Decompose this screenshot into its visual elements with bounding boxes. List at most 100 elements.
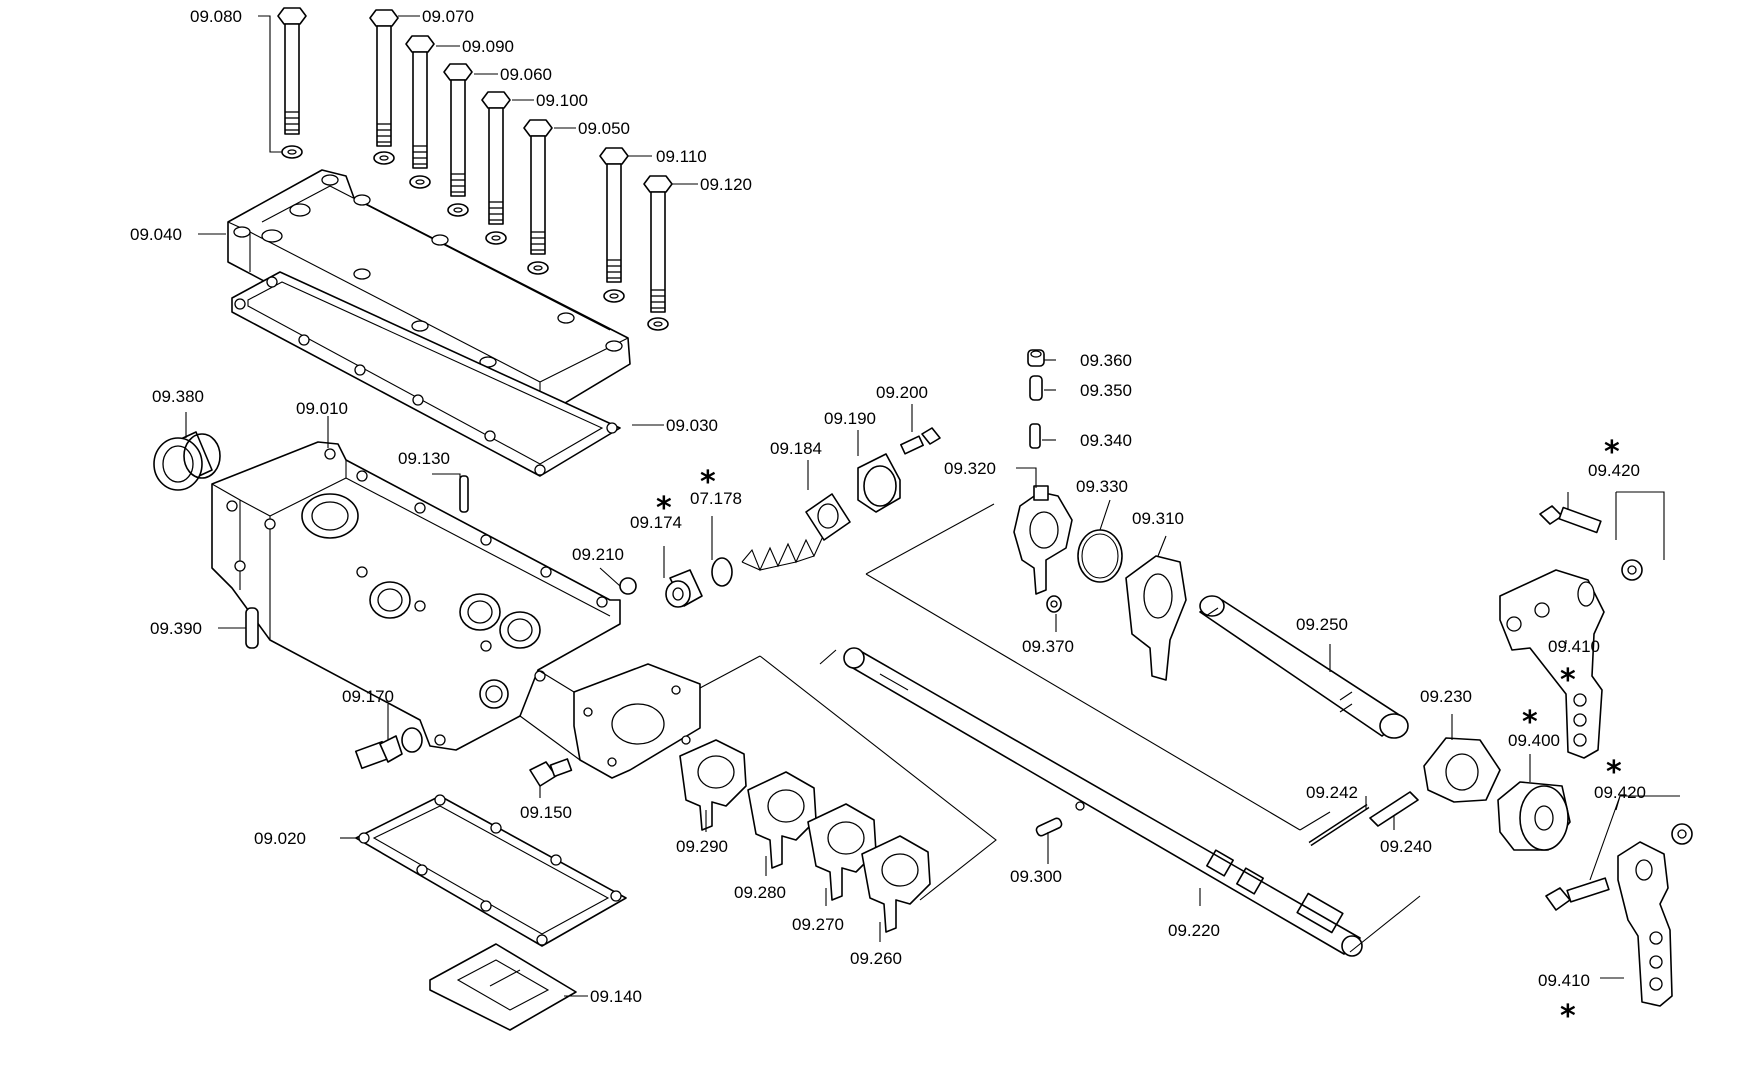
bolt-09-200 xyxy=(900,427,941,455)
label-09-170: 09.170 xyxy=(342,687,394,706)
label-09-050: 09.050 xyxy=(578,119,630,138)
pin-09-390 xyxy=(245,607,259,649)
label-09-090: 09.090 xyxy=(462,37,514,56)
bushing-09-380 xyxy=(153,431,221,491)
plug-09-170 xyxy=(354,727,423,770)
label-09-242: 09.242 xyxy=(1306,783,1358,802)
label-09-350: 09.350 xyxy=(1080,381,1132,400)
top-cover-09-040 xyxy=(227,169,631,419)
cap-09-190 xyxy=(857,453,901,513)
tube-09-250 xyxy=(1199,595,1409,739)
label-09-040: 09.040 xyxy=(130,225,182,244)
bolt-09-070 xyxy=(369,9,399,165)
shaft-09-220 xyxy=(843,647,1363,957)
label-09-320: 09.320 xyxy=(944,459,996,478)
label-09-410-top: 09.410 xyxy=(1548,637,1600,656)
label-09-210: 09.210 xyxy=(572,545,624,564)
label-09-110: 09.110 xyxy=(656,147,707,166)
bolt-09-420-upper xyxy=(1539,505,1643,581)
label-09-060: 09.060 xyxy=(500,65,552,84)
shift-fork-09-280 xyxy=(747,771,817,869)
label-09-150: 09.150 xyxy=(520,803,572,822)
label-09-190: 09.190 xyxy=(824,409,876,428)
label-09-240: 09.240 xyxy=(1380,837,1432,856)
label-09-020: 09.020 xyxy=(254,829,306,848)
asterisk-07-178: * xyxy=(700,465,716,500)
housing-09-010 xyxy=(211,441,701,779)
asterisk-09-420-bottom: * xyxy=(1606,755,1622,790)
plug-09-210 xyxy=(619,577,637,595)
ring-09-330 xyxy=(1077,529,1123,583)
label-09-400: 09.400 xyxy=(1508,731,1560,750)
asterisk-09-410-bottom: * xyxy=(1560,999,1576,1034)
pin-09-240 xyxy=(1369,791,1419,827)
label-09-184: 09.184 xyxy=(770,439,822,458)
bolt-09-420-lower xyxy=(1545,823,1693,911)
asterisk-09-410-top: * xyxy=(1560,663,1576,698)
bolt-09-060 xyxy=(443,63,473,217)
bolt-09-120 xyxy=(643,175,673,331)
bolt-09-050 xyxy=(523,119,553,275)
bolt-09-080 xyxy=(277,7,307,159)
label-09-200: 09.200 xyxy=(876,383,928,402)
label-09-420-bottom: 09.420 xyxy=(1594,783,1646,802)
detent-09-174 xyxy=(665,569,703,608)
label-09-380: 09.380 xyxy=(152,387,204,406)
asterisk-09-174: * xyxy=(656,491,672,526)
pin-09-130 xyxy=(459,475,469,513)
label-09-140: 09.140 xyxy=(590,987,642,1006)
nut-09-370 xyxy=(1046,595,1062,613)
bolt-09-090 xyxy=(405,35,435,189)
label-09-100: 09.100 xyxy=(536,91,588,110)
plate-09-140 xyxy=(429,943,577,1031)
asterisk-markers: * * * * * * * xyxy=(656,435,1622,1034)
label-09-120: 09.120 xyxy=(700,175,752,194)
label-09-130: 09.130 xyxy=(398,449,450,468)
label-09-390: 09.390 xyxy=(150,619,202,638)
label-09-250: 09.250 xyxy=(1296,615,1348,634)
label-09-420-top: 09.420 xyxy=(1588,461,1640,480)
sensor-09-150 xyxy=(529,758,573,787)
bolt-09-110 xyxy=(599,147,629,303)
asterisk-09-420-top: * xyxy=(1604,435,1620,470)
label-09-230: 09.230 xyxy=(1420,687,1472,706)
label-09-310: 09.310 xyxy=(1132,509,1184,528)
shift-fork-09-290 xyxy=(679,739,747,831)
label-09-290: 09.290 xyxy=(676,837,728,856)
pin-09-300 xyxy=(1035,801,1085,837)
cover-plate-09-184 xyxy=(805,493,851,541)
leader-lines xyxy=(185,15,1680,997)
circlip-07-178 xyxy=(711,557,733,587)
label-09-360: 09.360 xyxy=(1080,351,1132,370)
fork-09-310 xyxy=(1125,555,1187,681)
roller-09-230 xyxy=(1423,737,1501,803)
shift-fork-09-270 xyxy=(807,803,877,901)
bolt-09-100 xyxy=(481,91,511,245)
label-09-270: 09.270 xyxy=(792,915,844,934)
label-09-340: 09.340 xyxy=(1080,431,1132,450)
label-07-178: 07.178 xyxy=(690,489,742,508)
lever-09-410-lower xyxy=(1617,841,1673,1007)
label-09-080: 09.080 xyxy=(190,7,242,26)
roller-09-400 xyxy=(1497,781,1571,851)
gasket-09-030 xyxy=(231,271,621,477)
label-09-300: 09.300 xyxy=(1010,867,1062,886)
spring xyxy=(741,533,825,572)
selector-09-320 xyxy=(1013,485,1073,595)
cap-09-360 xyxy=(1027,349,1045,367)
label-09-370: 09.370 xyxy=(1022,637,1074,656)
pin-09-350 xyxy=(1029,375,1043,401)
label-09-330: 09.330 xyxy=(1076,477,1128,496)
label-09-010: 09.010 xyxy=(296,399,348,418)
label-09-260: 09.260 xyxy=(850,949,902,968)
lever-09-410-upper xyxy=(1499,569,1605,759)
gasket-09-020 xyxy=(355,794,627,947)
pin-09-242 xyxy=(1308,803,1370,847)
label-09-280: 09.280 xyxy=(734,883,786,902)
label-09-220: 09.220 xyxy=(1168,921,1220,940)
label-09-410-bottom: 09.410 xyxy=(1538,971,1590,990)
pin-09-340 xyxy=(1029,423,1041,449)
asterisk-09-400: * xyxy=(1522,705,1538,740)
shift-fork-09-260 xyxy=(861,835,931,933)
